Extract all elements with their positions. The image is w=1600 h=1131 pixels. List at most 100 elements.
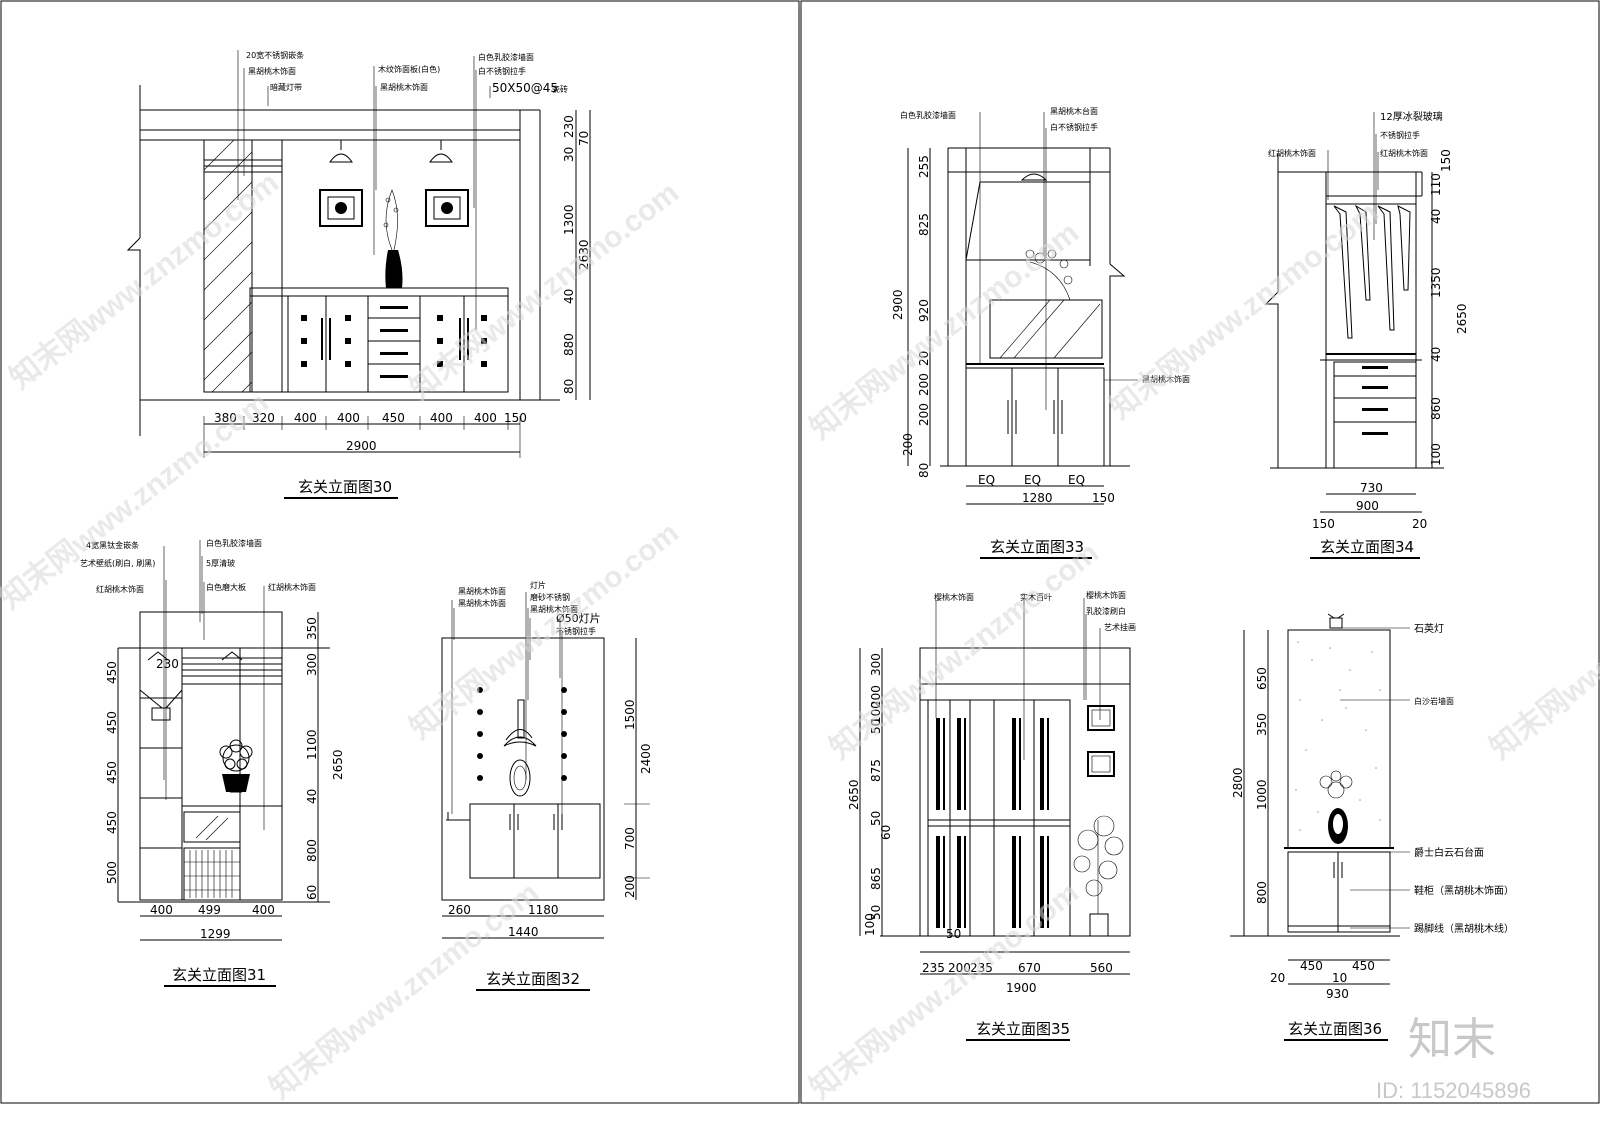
dim-label: 40 (305, 789, 319, 804)
dim-label: 80 (917, 463, 931, 478)
low-cabinet (965, 367, 1105, 467)
material-label: 白色磨大板 (206, 582, 246, 592)
material-label: 黑胡桃木饰面 (458, 598, 506, 608)
plant-icon (1073, 815, 1124, 914)
dim-total: 1440 (508, 925, 539, 939)
material-label: 黑胡桃木饰面 (248, 66, 296, 76)
dim-label: 200 (623, 875, 637, 898)
material-label: 白不锈钢拉手 (1050, 122, 1098, 132)
dim-label: 100 (869, 701, 883, 724)
material-label: 艺术壁纸(刷白, 刷黑) (80, 558, 155, 568)
drawing-title: 玄关立面图36 (1288, 1020, 1382, 1038)
dim-label: 1000 (1255, 779, 1269, 810)
quartz-lamp-icon (1327, 613, 1345, 629)
shoe-cabinet (1287, 851, 1391, 933)
dim-label: 400 (252, 903, 275, 917)
dim-label: 450 (1300, 959, 1323, 973)
material-label: Ø50灯片 (556, 612, 601, 625)
dim-label: 2900 (891, 289, 905, 320)
dim-label: 1180 (528, 903, 559, 917)
material-label: 20宽不锈钢嵌条 (246, 50, 304, 60)
material-label: 红胡桃木饰面 (1268, 148, 1316, 158)
elevation-30: 380 320 400 400 450 400 400 150 2900 230… (126, 50, 591, 499)
dim-total: 2900 (346, 439, 377, 453)
material-label: 不锈钢拉手 (556, 626, 596, 636)
dim-label: 150 (1439, 149, 1453, 172)
flower-vase-icon (1319, 770, 1353, 844)
material-label: 鞋柜（黑胡桃木饰面） (1414, 884, 1514, 897)
led-spot-grid (477, 687, 567, 781)
material-label: 磨砂不锈钢 (530, 592, 570, 602)
dim-label: 50 (869, 811, 883, 826)
dim-label: 865 (869, 867, 883, 890)
material-label: 暗藏灯带 (270, 82, 302, 92)
dim-label: 1300 (562, 204, 576, 235)
dim-label: 300 (305, 653, 319, 676)
material-label: 实木百叶 (1020, 592, 1052, 602)
hatched-wall-panel (203, 139, 253, 393)
dim-label: 80 (562, 379, 576, 394)
brand-logo: 知末 (1408, 1014, 1496, 1065)
wall-painting (1087, 705, 1115, 731)
stone-texture (1295, 641, 1381, 831)
dim-total: 1299 (200, 927, 231, 941)
pendant-lamp-icon (329, 140, 453, 163)
dim-label: 400 (337, 411, 360, 425)
dim-label: 920 (917, 299, 931, 322)
drawer-stack (183, 847, 241, 901)
dim-label: 20 (917, 351, 931, 366)
material-label: 爵士白云石台面 (1414, 846, 1484, 859)
dim-label: 800 (1255, 881, 1269, 904)
wall-outline (919, 647, 1131, 937)
dim-label: 2800 (1231, 767, 1245, 798)
dim-label: 499 (198, 903, 221, 917)
dim-label: EQ (1068, 473, 1085, 487)
watermark-text: 知末网www.znzmo.com (1484, 536, 1600, 766)
material-label: 灯片 (530, 580, 546, 590)
dim-label: 30 (562, 147, 576, 162)
material-label: 乳胶漆刷白 (1086, 606, 1126, 616)
material-label: 踢脚线（黑胡桃木线） (1414, 922, 1514, 935)
dim-label: 450 (382, 411, 405, 425)
dim-label: 40 (1429, 347, 1443, 362)
dim-label: 2650 (847, 779, 861, 810)
material-label: 12厚冰裂玻璃 (1380, 110, 1443, 123)
dim-label: 200 (901, 433, 915, 456)
material-label: 白不锈钢拉手 (478, 66, 526, 76)
material-label: 白沙岩墙面 (1414, 696, 1454, 706)
material-label: 黑胡桃木饰面 (1142, 374, 1190, 384)
material-label: 黑胡桃木台面 (1050, 106, 1098, 116)
elevation-32: 260 1180 1440 1500 2400 700 200 黑胡桃木饰面 黑… (441, 580, 653, 991)
dim-label: 350 (305, 617, 319, 640)
dim-label: 200 (917, 373, 931, 396)
dim-label: 200 (948, 961, 971, 975)
material-label: 黑胡桃木饰面 (530, 604, 578, 614)
material-label: 50X50@45 (492, 81, 558, 95)
dim-label: 400 (474, 411, 497, 425)
wall-painting (319, 189, 363, 227)
vase-icon (383, 189, 403, 288)
material-label: 瓷砖 (552, 84, 568, 94)
dim-label: 800 (305, 839, 319, 862)
dim-label: 150 (1312, 517, 1335, 531)
drawing-title: 玄关立面图33 (990, 538, 1084, 556)
dim-label: 230 (562, 115, 576, 138)
dim-label: 200 (869, 685, 883, 708)
dim-label: 350 (1255, 713, 1269, 736)
dim-label: 650 (1255, 667, 1269, 690)
material-label: 红胡桃木饰面 (96, 584, 144, 594)
material-label: 不锈钢拉手 (1380, 130, 1420, 140)
flower-pot-icon (219, 739, 253, 793)
dim-label: 20 (1270, 971, 1285, 985)
dim-total: 1900 (1006, 981, 1037, 995)
dim-label: 2650 (1455, 303, 1469, 334)
dim-label: 320 (252, 411, 275, 425)
right-sheet-frame (800, 0, 1600, 1104)
watermark-text: 知末网www.znzmo.com (1104, 196, 1385, 426)
material-label: 黑胡桃木饰面 (380, 82, 428, 92)
dim-label: 100 (863, 913, 877, 936)
material-label: 木纹饰面板(白色) (378, 64, 440, 74)
dim-label: 260 (448, 903, 471, 917)
pendant-lamp-icon (1020, 173, 1048, 181)
